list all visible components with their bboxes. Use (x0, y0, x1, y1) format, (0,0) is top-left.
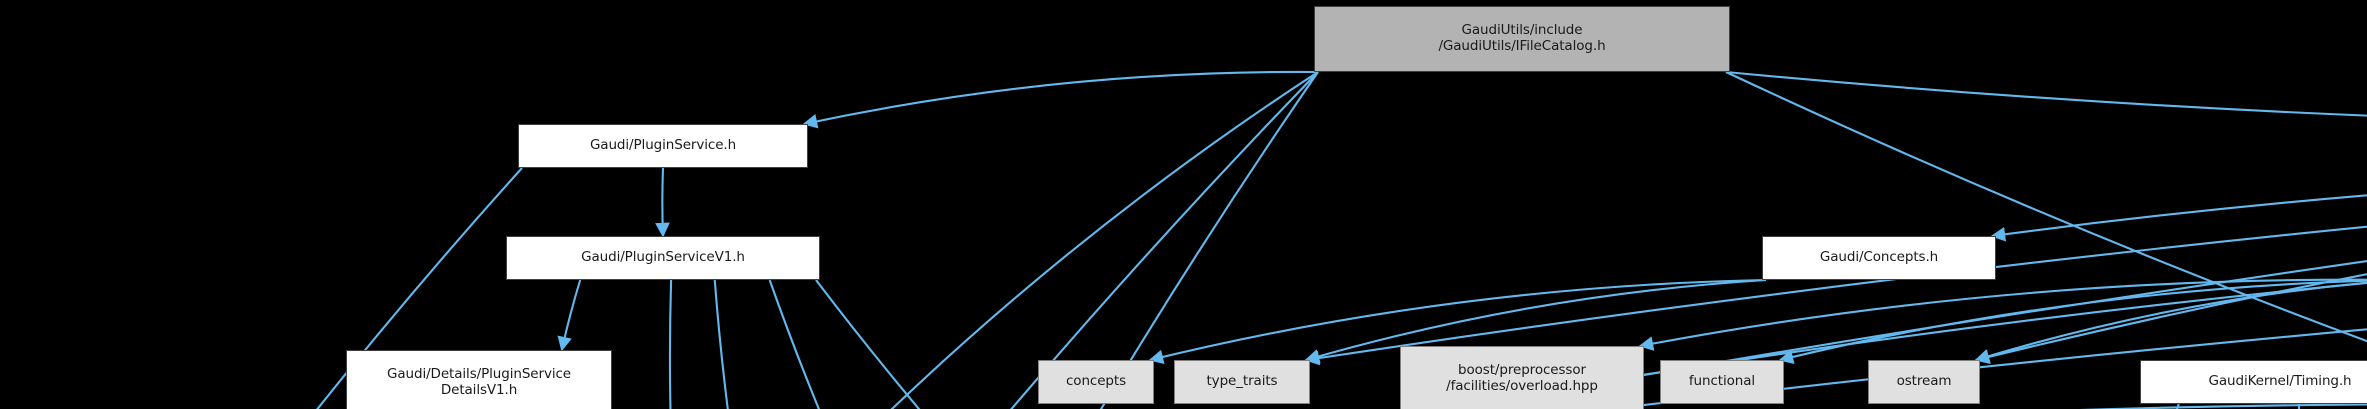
graph-node-concepts_h[interactable]: Gaudi/Concepts.h (1762, 236, 1996, 280)
graph-edge-pluginservice-to-pscommon (316, 167, 523, 409)
graph-node-concepts[interactable]: concepts (1038, 360, 1154, 404)
graph-edge-moduleinfo-to-string (2079, 403, 2367, 409)
graph-edge-pluginservice-to-pluginservicev1 (655, 167, 670, 238)
graph-node-timing[interactable]: GaudiKernel/Timing.h (2140, 360, 2367, 404)
graph-edge-concepts_h-to-concepts (1148, 278, 1767, 365)
graph-edge-ifilecatalog-to-pluginservice (802, 70, 1319, 129)
graph-edge-statuscode-to-boost_overload (1638, 278, 2367, 351)
graph-edge-iinterface-to-concepts_h (1990, 194, 2367, 242)
graph-edge-concepts_h-to-type_traits (1304, 278, 1767, 364)
graph-edge-ifilecatalog-to-iinterface (1725, 70, 2367, 117)
graph-edge-iinterface-to-type_traits (1304, 225, 2367, 366)
graph-node-psdetailsv1[interactable]: Gaudi/Details/PluginService DetailsV1.h (346, 350, 612, 409)
graph-edge-ifilecatalog-to-utility (890, 71, 1319, 409)
graph-node-type_traits[interactable]: type_traits (1174, 360, 1310, 404)
graph-edge-ifilecatalog-to-typeinfo (1010, 71, 1319, 409)
graph-edge-pluginservicev1-to-typeinfo (768, 279, 821, 409)
graph-node-pluginservicev1[interactable]: Gaudi/PluginServiceV1.h (506, 236, 820, 280)
graph-node-pluginservice[interactable]: Gaudi/PluginService.h (518, 124, 808, 168)
graph-node-boost_overload[interactable]: boost/preprocessor /facilities/overload.… (1400, 346, 1644, 409)
graph-node-functional[interactable]: functional (1660, 360, 1784, 404)
graph-edge-iinterface-to-ostream (1974, 273, 2367, 364)
graph-node-ostream[interactable]: ostream (1868, 360, 1980, 404)
graph-edge-statuscode-to-functional (1778, 279, 2367, 365)
graph-edge-ifilecatalog-to-string (1099, 71, 1319, 409)
graph-edge-pluginservicev1-to-psdetailsv1 (557, 279, 582, 352)
graph-edge-pluginservicev1-to-string (815, 279, 921, 409)
graph-edge-pluginservicev1-to-set (668, 279, 673, 409)
graph-edge-system_h-to-string (1602, 328, 2367, 409)
graph-edge-pluginservicev1-to-utility (713, 279, 729, 409)
graph-node-ifilecatalog[interactable]: GaudiUtils/include /GaudiUtils/IFileCata… (1314, 6, 1730, 72)
